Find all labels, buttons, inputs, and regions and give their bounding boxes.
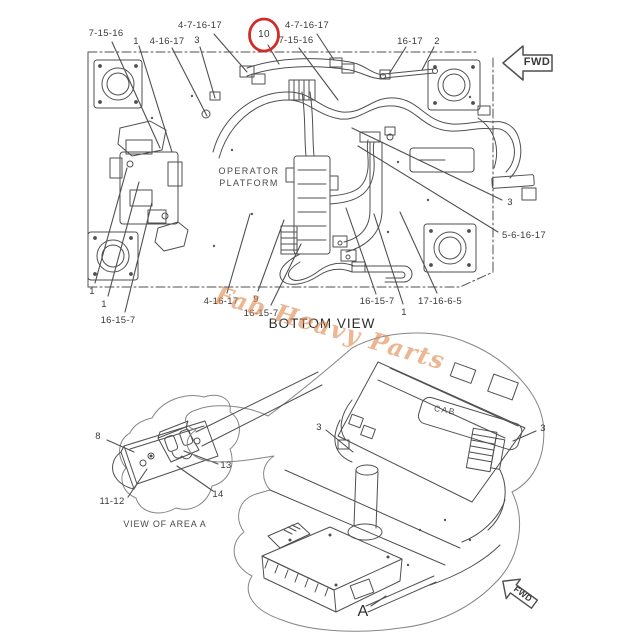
wiring-harness-right-exit — [477, 105, 537, 201]
area-a-drawing — [119, 394, 240, 514]
callout-label: 13 — [220, 460, 232, 471]
leader-lines-top-view — [94, 33, 503, 313]
platform-bolt-dots — [150, 94, 472, 248]
callout-label: 7-15-16 — [88, 28, 124, 39]
callout-label: 4-7-16-17 — [285, 20, 329, 31]
platform-outline — [87, 51, 494, 288]
callout-label: 16-15-7 — [359, 296, 395, 307]
callout-label: 8 — [95, 431, 101, 442]
callout-label: 1 — [133, 36, 139, 47]
callout-label: 4-16-17 — [203, 296, 239, 307]
callout-label: 1 — [101, 299, 107, 310]
callout-label: 3 — [194, 35, 200, 46]
operator-platform-label: OPERATOR — [218, 166, 280, 176]
callout-label: 1 — [401, 307, 407, 318]
callout-label: 3 — [540, 423, 546, 434]
callout-label: 16-15-7 — [100, 315, 136, 326]
bottom-view-title: BOTTOM VIEW — [268, 316, 376, 331]
callout-label: 4-7-16-17 — [178, 20, 222, 31]
wiring-harness-main — [201, 57, 493, 173]
leader-lines-cab — [325, 429, 537, 607]
flange-bottom-left — [87, 231, 139, 281]
area-a-title: VIEW OF AREA A — [123, 519, 207, 529]
circled-callout-label: 10 — [258, 29, 270, 40]
ecm-box — [261, 522, 437, 613]
callout-label: 7-15-16 — [278, 35, 314, 46]
cab-outline — [185, 332, 545, 632]
cab-structure — [195, 361, 526, 586]
callout-label: 16-17 — [397, 36, 423, 47]
callout-label: 3 — [507, 197, 513, 208]
callout-label: 9 — [253, 294, 259, 305]
callout-label: 11-12 — [99, 496, 125, 507]
callout-label: 4-16-17 — [149, 36, 185, 47]
callout-label: 16-15-7 — [243, 308, 279, 319]
operator-platform-label: PLATFORM — [219, 178, 279, 188]
area-a-bracket — [112, 420, 219, 490]
view-letter-label: A — [357, 603, 369, 620]
highlight-circle — [248, 17, 280, 53]
callout-label: 14 — [212, 489, 224, 500]
fwd-arrow-bottom-shape — [502, 578, 539, 609]
flange-top-right — [427, 59, 481, 111]
callout-label: 5-6-16-17 — [502, 230, 546, 241]
flange-bottom-right — [423, 223, 477, 273]
callout-label: 3 — [316, 422, 322, 433]
callout-label: 17-16-6-5 — [418, 296, 462, 307]
callout-label: 2 — [434, 36, 440, 47]
wiring-harness-lower — [279, 225, 413, 285]
callout-label: 1 — [89, 286, 95, 297]
fwd-label-top: FWD — [523, 56, 551, 68]
flange-top-left — [93, 59, 143, 109]
fwd-arrow-top-shape — [502, 45, 553, 81]
valve-assembly-left — [109, 120, 189, 252]
leader-lines-area-a — [106, 439, 219, 498]
